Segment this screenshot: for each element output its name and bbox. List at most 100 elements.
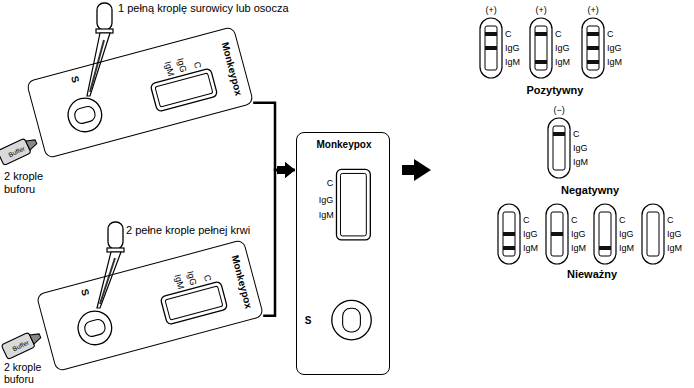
test-line (485, 32, 497, 36)
line-label: IgM (162, 60, 175, 77)
result-strip (582, 18, 604, 78)
line-label: C (667, 215, 674, 225)
result-strip (548, 118, 570, 178)
dropper-blood (97, 222, 124, 308)
result-window (336, 169, 370, 239)
line-label: IgG (523, 229, 538, 239)
buffer-bottle (0, 134, 39, 165)
result-strip (642, 204, 664, 264)
test-cassette: MonkeypoxCIgGIgMS (36, 239, 264, 372)
line-label: IgM (523, 243, 538, 253)
window-inner (165, 285, 223, 319)
sample-label: S (305, 315, 312, 326)
line-label: IgG (571, 229, 586, 239)
strip-window (587, 26, 599, 70)
strip-outline (548, 118, 570, 178)
line-label: IgM (619, 243, 634, 253)
test-line (535, 60, 547, 64)
instruction-label: 2 krople buforu (4, 362, 56, 385)
line-label: C (191, 61, 202, 70)
result-strip (546, 204, 568, 264)
instruction-label: 2 pełne krople pełnej krwi (126, 224, 250, 237)
strip-window (485, 26, 497, 70)
result-sign: (+) (486, 5, 497, 15)
instruction-label: 1 pełną kroplę surowicy lub osocza (118, 2, 289, 15)
cassette-parts (297, 133, 391, 376)
strip-outline (642, 204, 664, 264)
strip-window (551, 212, 563, 256)
line-label: C (555, 29, 562, 39)
bottle-label: Buffer (11, 338, 30, 352)
strip-window (599, 212, 611, 256)
test-line (599, 246, 611, 250)
result-window (160, 281, 228, 325)
test-line (587, 46, 599, 50)
result-sign: (−) (554, 105, 565, 115)
line-label: IgG (573, 143, 588, 153)
cassette-parts (35, 240, 263, 373)
window-inner (155, 72, 213, 106)
result-caption: Pozytywny (527, 84, 584, 97)
result-strip (594, 204, 616, 264)
line-label: IgG (667, 229, 682, 239)
line-label: IgG (319, 196, 334, 206)
line-label: C (573, 129, 580, 139)
test-cassette: MonkeypoxC IgG IgM S (296, 132, 390, 375)
strip-window (535, 26, 547, 70)
strip-window (647, 212, 659, 256)
block-arrow (402, 159, 431, 181)
line-label: IgM (571, 243, 586, 253)
well-inner (73, 105, 96, 125)
line-label: IgM (172, 273, 185, 290)
bottle-label: Buffer (7, 144, 26, 158)
line-label: IgM (607, 57, 622, 67)
result-sign: (+) (536, 5, 547, 15)
line-label: C (523, 215, 530, 225)
sample-label: S (79, 287, 91, 296)
strip-outline (582, 18, 604, 78)
line-label: IgM (319, 211, 334, 221)
strip-outline (530, 18, 552, 78)
brand-label: Monkeypox (317, 139, 372, 150)
test-line (503, 246, 515, 250)
result-strip (498, 204, 520, 264)
result-strip (480, 18, 502, 78)
result-caption: Negatywny (561, 184, 619, 197)
strip-outline (480, 18, 502, 78)
flow-arrow (263, 170, 295, 316)
line-label: IgM (667, 243, 682, 253)
line-label: IgG (607, 43, 622, 53)
line-label: C (607, 29, 614, 39)
instruction-label: 2 krople buforu (4, 170, 56, 195)
well-inner (83, 318, 106, 338)
test-line (503, 232, 515, 236)
strip-window (503, 212, 515, 256)
line-label: IgG (505, 43, 520, 53)
line-label: C (505, 29, 512, 39)
test-line (587, 32, 599, 36)
strip-outline (594, 204, 616, 264)
test-cassette: MonkeypoxCIgGIgMS (26, 26, 254, 159)
brand-label: Monkeypox (230, 253, 255, 309)
strip-outline (498, 204, 520, 264)
line-label: C (327, 179, 334, 189)
result-strips (480, 18, 664, 264)
cassette-parts (25, 27, 253, 160)
line-label: IgG (174, 57, 187, 74)
test-line (587, 60, 599, 64)
line-label: C (619, 215, 626, 225)
strip-window (553, 126, 565, 170)
sample-well (332, 300, 371, 339)
line-label: C (571, 215, 578, 225)
dropper-serum (87, 3, 113, 96)
result-window (150, 68, 218, 112)
test-line (551, 232, 563, 236)
line-label: IgM (555, 57, 570, 67)
line-label: IgM (573, 157, 588, 167)
brand-label: Monkeypox (220, 40, 245, 96)
line-label: C (201, 274, 212, 283)
buffer-bottle (1, 328, 43, 359)
sample-well (64, 94, 105, 135)
well-inner (343, 308, 361, 332)
